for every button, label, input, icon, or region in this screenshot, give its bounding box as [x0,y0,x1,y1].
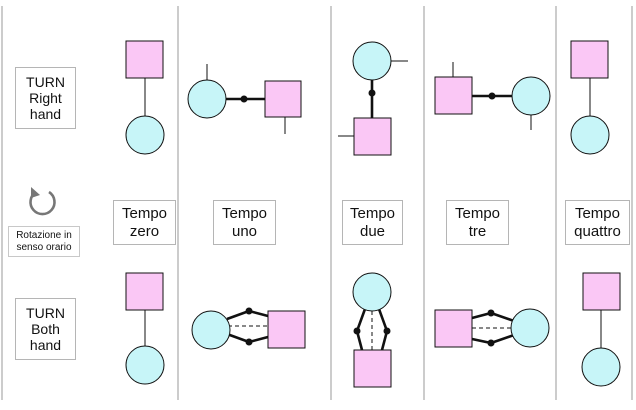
square-shape [353,117,392,156]
phase-zero-both [125,272,165,385]
square-shape [434,76,473,115]
phase-zero-right [125,40,165,155]
square-shape [264,80,302,118]
phase-three-right [434,62,551,130]
phase-three-both [434,308,550,348]
circle-shape [191,310,231,350]
circle-shape [125,345,165,385]
circle-shape [510,308,550,348]
phase-label-due: Tempo due [342,200,403,245]
square-shape [570,40,609,79]
circle-shape [352,41,392,81]
phase-label-uno: Tempo uno [213,200,276,245]
column-dividers [1,6,633,400]
circle-shape [187,79,227,119]
square-shape [434,309,473,348]
circle-shape [125,115,165,155]
circle-shape [570,115,610,155]
phase-label-zero: Tempo zero [113,200,176,245]
clockwise-arrow-icon [29,190,56,216]
phase-label-quattro: Tempo quattro [565,200,630,245]
square-shape [267,310,306,349]
turn-both-hand-label: TURN Both hand [15,298,76,360]
clockwise-arrow-head [31,187,40,198]
phase-four-both [581,272,621,387]
turn-right-hand-label: TURN Right hand [15,67,76,129]
square-shape [125,272,164,311]
circle-shape [352,272,392,312]
circle-shape [581,347,621,387]
phase-label-tre: Tempo tre [446,200,509,245]
rotation-note: Rotazione in senso orario [8,226,80,257]
phase-four-right [570,40,610,155]
phase-one-right [187,64,302,134]
square-shape [353,349,392,388]
phase-two-right [338,41,408,156]
phase-one-both [191,307,306,350]
circle-shape [511,76,551,116]
phase-two-both [352,272,392,388]
square-shape [582,272,621,311]
square-shape [125,40,164,79]
